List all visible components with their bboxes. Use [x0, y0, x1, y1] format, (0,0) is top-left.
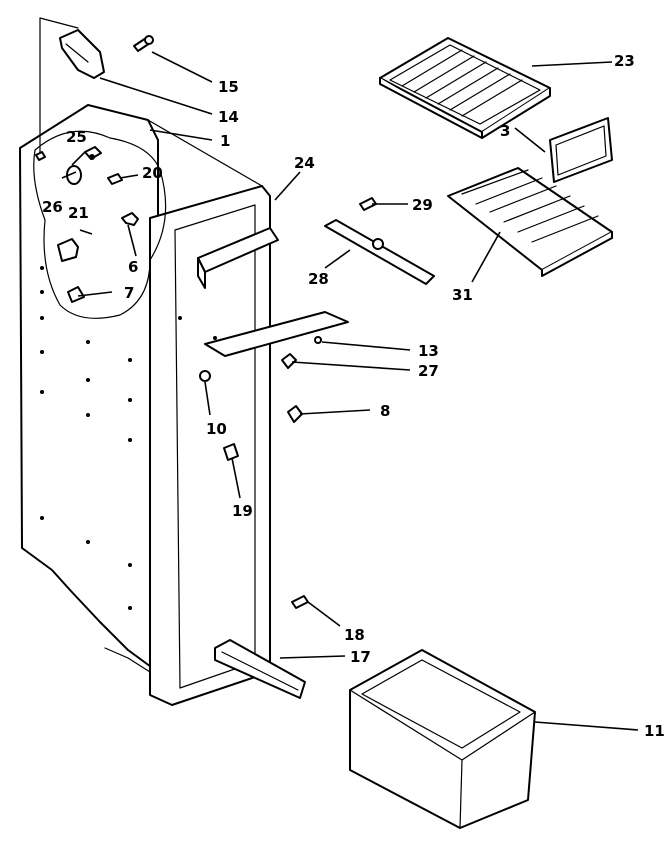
part-21-switch [57, 238, 79, 262]
part-14-hinge-bracket [59, 29, 105, 79]
callout-20: 20 [142, 164, 163, 182]
callout-24: 24 [294, 154, 315, 172]
part-11-bin [349, 649, 536, 829]
part-15-screw [133, 35, 154, 52]
mounting-holes [40, 266, 217, 610]
part-20-screw [107, 173, 123, 185]
callout-18: 18 [344, 626, 365, 644]
part-27-clip [281, 353, 297, 369]
part-10-fastener [199, 370, 211, 382]
part-24-cover [197, 227, 279, 289]
callout-10: 10 [206, 420, 227, 438]
callout-11: 11 [644, 722, 665, 740]
callout-19: 19 [232, 502, 253, 520]
part-25b [35, 151, 46, 161]
callout-28: 28 [308, 270, 329, 288]
part-7-holder [67, 286, 85, 303]
callout-3: 3 [500, 122, 510, 140]
callout-14: 14 [218, 108, 239, 126]
callout-31: 31 [452, 286, 473, 304]
callout-13: 13 [418, 342, 439, 360]
callouts: 15 14 1 25 20 26 21 6 7 24 23 3 29 28 31… [42, 52, 665, 740]
leader-lines [61, 51, 639, 731]
callout-17: 17 [350, 648, 371, 666]
callout-23: 23 [614, 52, 635, 70]
callout-27: 27 [418, 362, 439, 380]
part-6-clip [121, 212, 139, 226]
part-23-shelf [379, 37, 551, 139]
callout-15: 15 [218, 78, 239, 96]
callout-6: 6 [128, 258, 138, 276]
callout-7: 7 [124, 284, 134, 302]
part-18-screw [291, 595, 309, 609]
part-17-grille [214, 639, 306, 699]
part-28-rail [324, 219, 435, 285]
part-25-bracket [84, 146, 102, 160]
callout-8: 8 [380, 402, 390, 420]
callout-25: 25 [66, 128, 87, 146]
part-13-plate [204, 311, 349, 357]
part-19-retainer [223, 443, 239, 461]
part-3-shelf-trim [549, 117, 613, 183]
freezer-liner [19, 17, 271, 706]
callout-29: 29 [412, 196, 433, 214]
callout-1: 1 [220, 132, 230, 150]
callout-26: 26 [42, 198, 63, 216]
part-8-clip [287, 405, 303, 423]
part-31-wire-shelf [447, 167, 613, 277]
callout-21: 21 [68, 204, 89, 222]
